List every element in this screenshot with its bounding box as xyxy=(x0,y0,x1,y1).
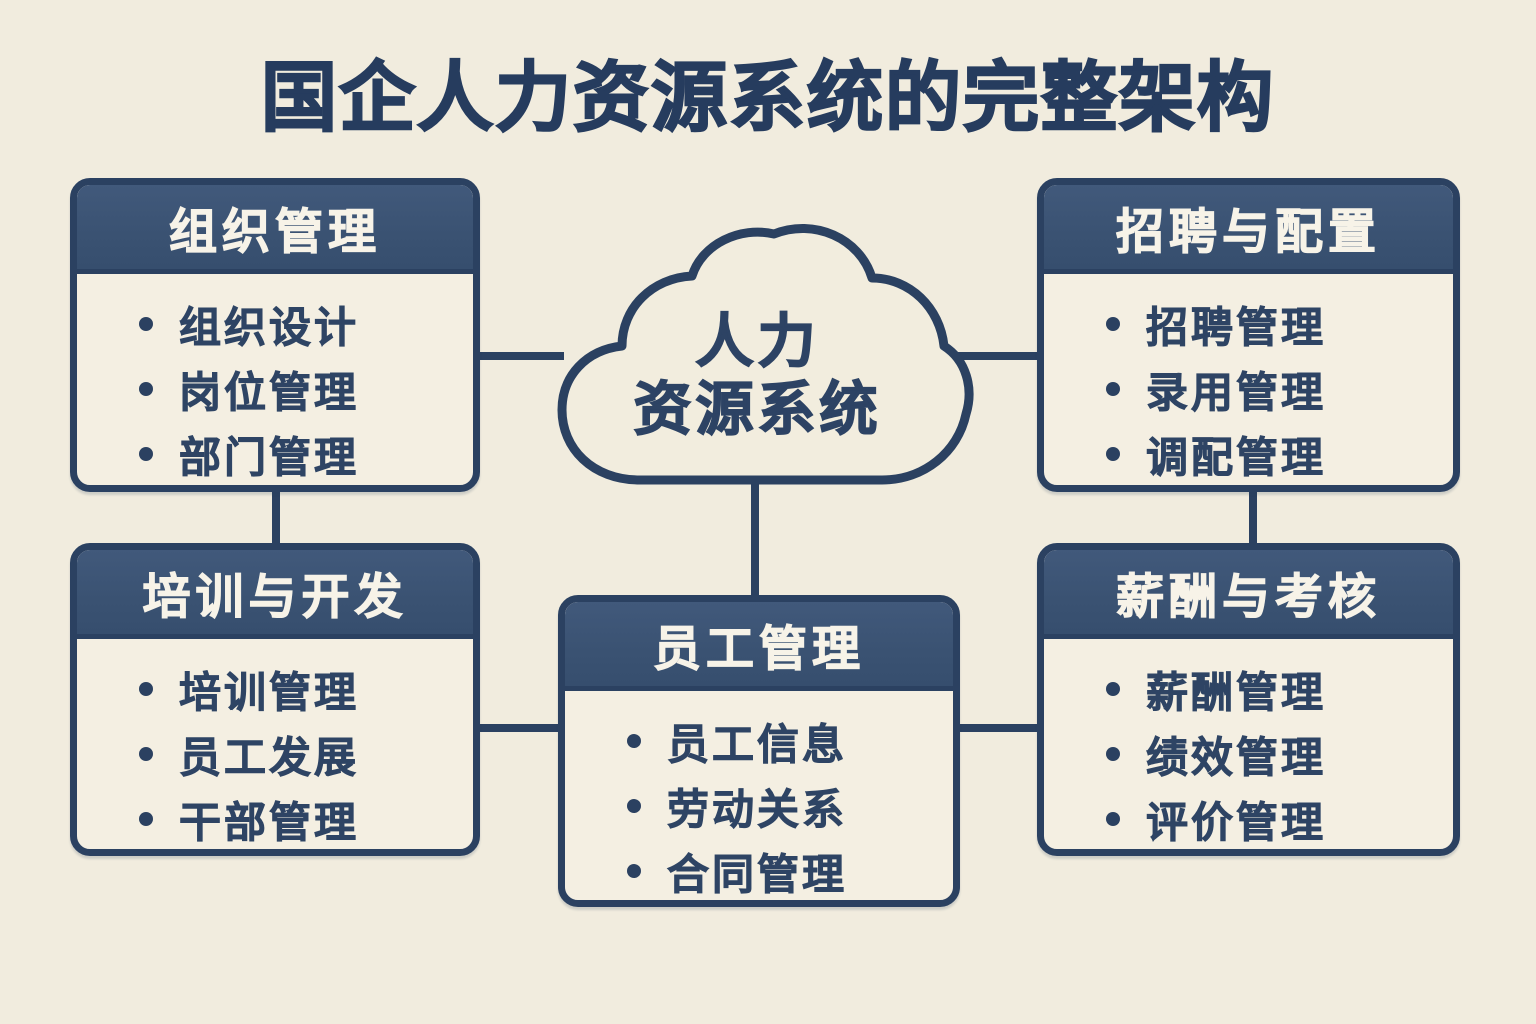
box-training: 培训与开发 培训管理 员工发展 干部管理 xyxy=(70,543,480,856)
bullet-dot xyxy=(1106,382,1120,396)
box-employee-items: 员工信息 劳动关系 合同管理 xyxy=(565,691,953,898)
box-recruiting-header: 招聘与配置 xyxy=(1044,185,1453,274)
list-item: 部门管理 xyxy=(139,428,463,481)
list-item: 薪酬管理 xyxy=(1106,663,1443,716)
connector-recruit-to-comp xyxy=(1249,488,1257,548)
bullet-dot xyxy=(1106,812,1120,826)
connector-cloud-to-employee xyxy=(751,478,759,600)
list-item: 劳动关系 xyxy=(627,780,943,833)
list-item: 录用管理 xyxy=(1106,363,1443,416)
box-recruiting: 招聘与配置 招聘管理 录用管理 调配管理 xyxy=(1037,178,1460,492)
list-item: 培训管理 xyxy=(139,663,463,716)
box-training-header: 培训与开发 xyxy=(77,550,473,639)
list-item: 评价管理 xyxy=(1106,793,1443,846)
box-organization: 组织管理 组织设计 岗位管理 部门管理 xyxy=(70,178,480,492)
box-training-items: 培训管理 员工发展 干部管理 xyxy=(77,639,473,846)
cloud-title-line1: 人力 xyxy=(695,308,820,375)
box-compensation: 薪酬与考核 薪酬管理 绩效管理 评价管理 xyxy=(1037,543,1460,856)
bullet-dot xyxy=(139,447,153,461)
list-item: 调配管理 xyxy=(1106,428,1443,481)
connector-cloud-to-recruit xyxy=(952,352,1042,360)
list-item: 干部管理 xyxy=(139,793,463,846)
list-item: 招聘管理 xyxy=(1106,298,1443,351)
bullet-dot xyxy=(139,812,153,826)
box-title: 招聘与配置 xyxy=(1115,206,1381,260)
bullet-dot xyxy=(1106,747,1120,761)
bullet-dot xyxy=(627,864,641,878)
connector-training-to-employee xyxy=(474,724,564,732)
box-organization-items: 组织设计 岗位管理 部门管理 xyxy=(77,274,473,481)
bullet-dot xyxy=(627,734,641,748)
cloud-title: 人力 资源系统 xyxy=(540,308,975,444)
list-item: 员工信息 xyxy=(627,715,943,768)
bullet-dot xyxy=(1106,317,1120,331)
box-recruiting-items: 招聘管理 录用管理 调配管理 xyxy=(1044,274,1453,481)
box-title: 员工管理 xyxy=(652,623,865,677)
box-compensation-items: 薪酬管理 绩效管理 评价管理 xyxy=(1044,639,1453,846)
box-employee-header: 员工管理 xyxy=(565,602,953,691)
cloud-shape xyxy=(557,224,974,485)
cloud-title-line2: 资源系统 xyxy=(633,376,882,443)
box-employee: 员工管理 员工信息 劳动关系 合同管理 xyxy=(558,595,960,907)
list-item: 绩效管理 xyxy=(1106,728,1443,781)
box-title: 培训与开发 xyxy=(142,571,408,625)
list-item: 员工发展 xyxy=(139,728,463,781)
page-title: 国企人力资源系统的完整架构 xyxy=(260,55,1275,142)
bullet-dot xyxy=(139,317,153,331)
list-item: 组织设计 xyxy=(139,298,463,351)
list-item: 岗位管理 xyxy=(139,363,463,416)
box-organization-header: 组织管理 xyxy=(77,185,473,274)
bullet-dot xyxy=(1106,682,1120,696)
bullet-dot xyxy=(1106,447,1120,461)
connector-org-to-cloud xyxy=(476,352,564,360)
bullet-dot xyxy=(139,747,153,761)
list-item: 合同管理 xyxy=(627,845,943,898)
box-compensation-header: 薪酬与考核 xyxy=(1044,550,1453,639)
bullet-dot xyxy=(139,682,153,696)
box-title: 组织管理 xyxy=(168,206,381,260)
bullet-dot xyxy=(627,799,641,813)
connector-employee-to-comp xyxy=(954,724,1042,732)
connector-org-to-training xyxy=(272,488,280,548)
bullet-dot xyxy=(139,382,153,396)
box-title: 薪酬与考核 xyxy=(1115,571,1381,625)
